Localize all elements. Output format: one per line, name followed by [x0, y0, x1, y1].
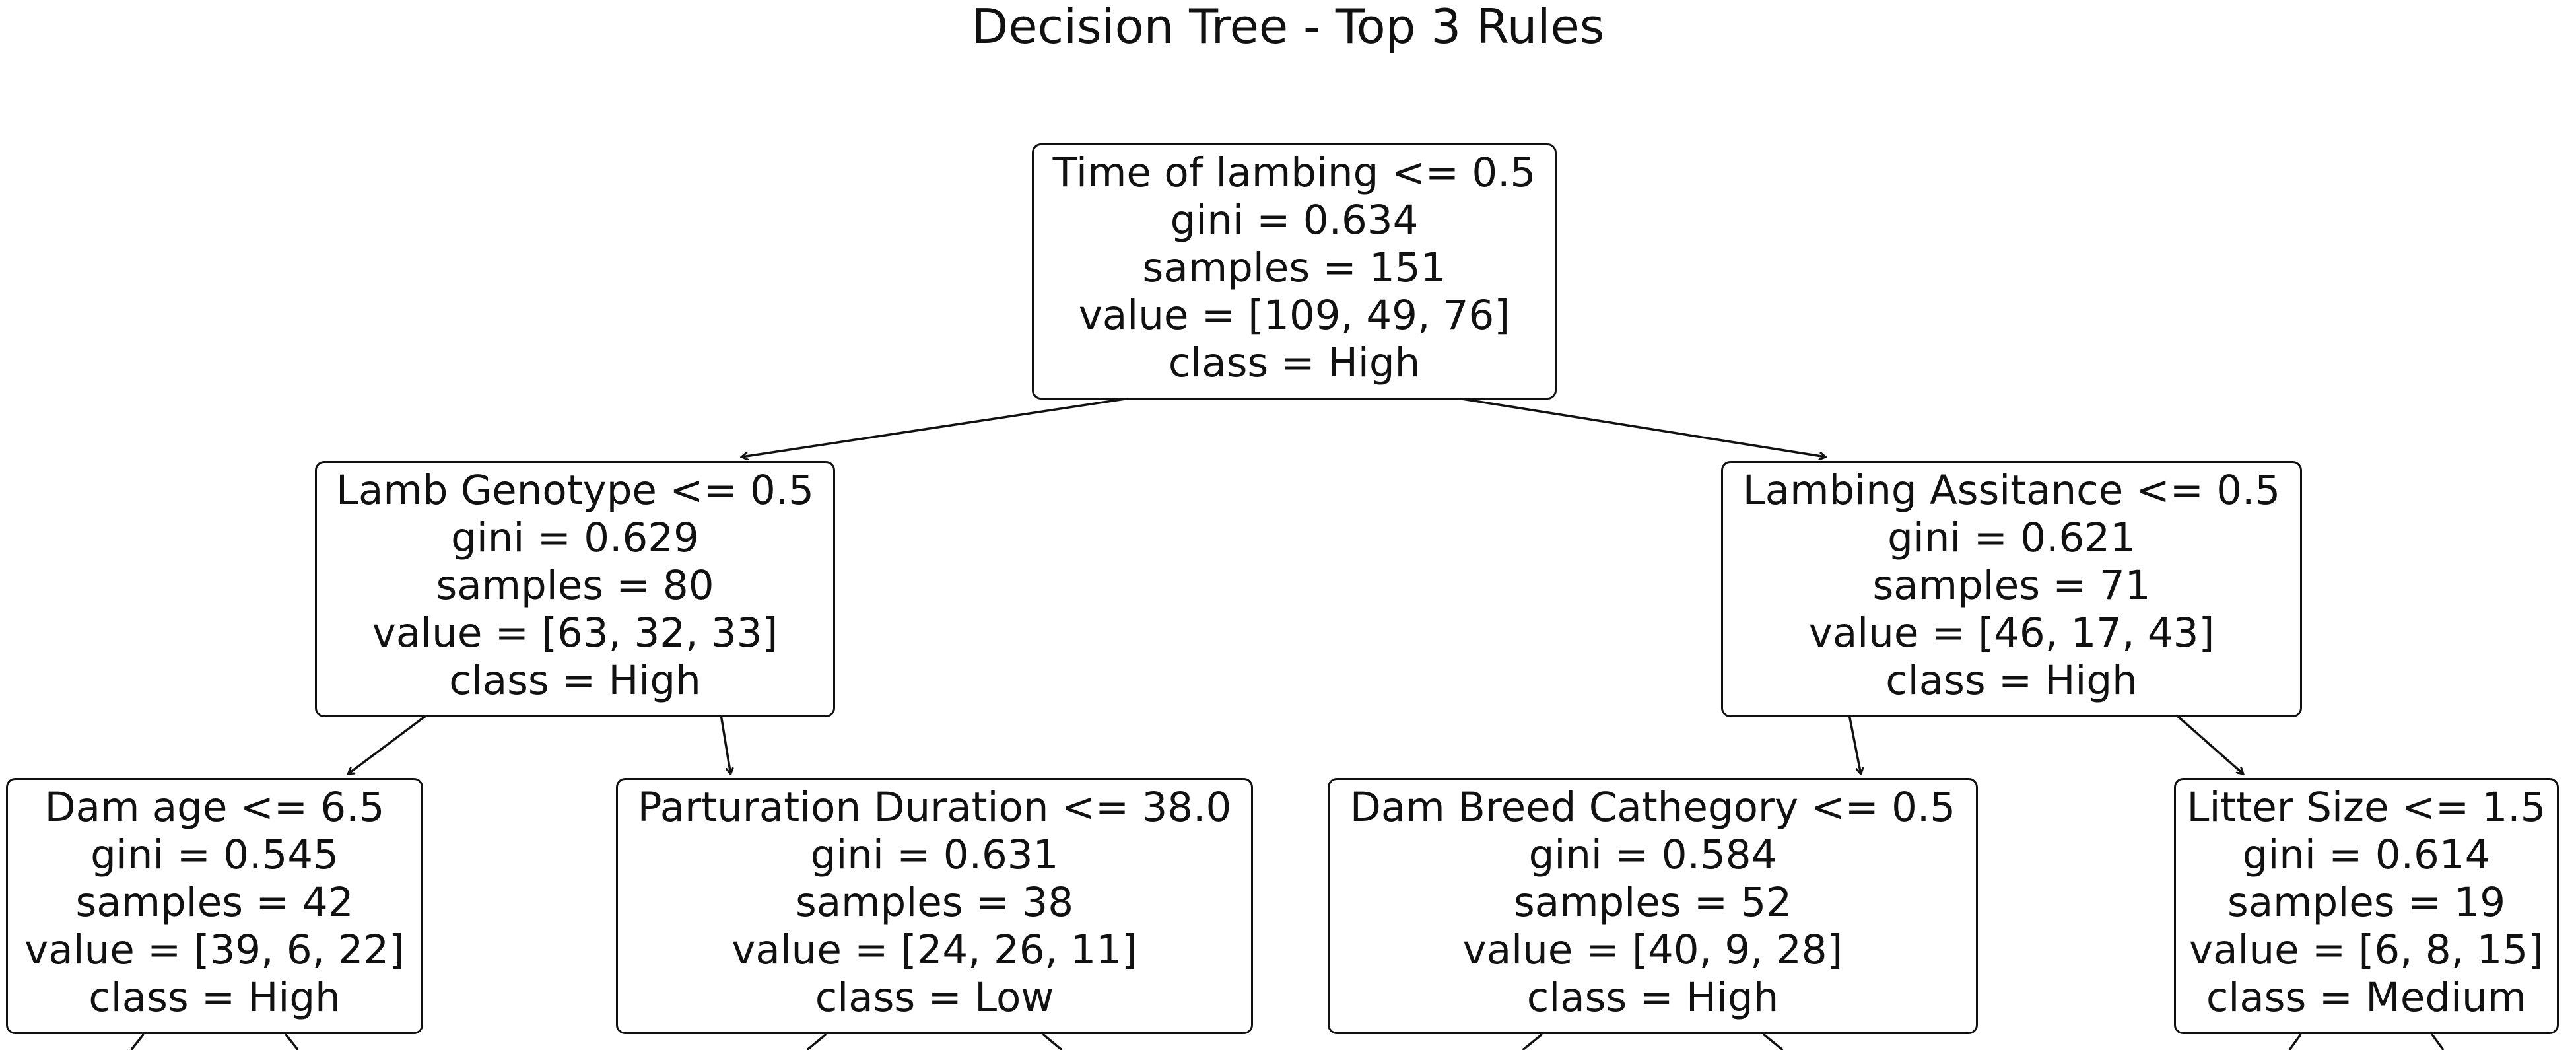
node-value: value = [46, 17, 43]	[1808, 610, 2215, 656]
edge-stub-left-left-0	[130, 1033, 145, 1050]
node-samples: samples = 151	[1142, 244, 1446, 291]
tree-node-left: Lamb Genotype <= 0.5 gini = 0.629 sample…	[315, 461, 835, 717]
tree-node-right: Lambing Assitance <= 0.5 gini = 0.621 sa…	[1721, 461, 2302, 717]
node-split: Dam Breed Cathegory <= 0.5	[1349, 784, 1956, 831]
node-value: value = [109, 49, 76]	[1078, 292, 1510, 339]
edge-stub-right-right-0	[2288, 1033, 2302, 1050]
node-split: Litter Size <= 1.5	[2186, 784, 2546, 831]
node-class: class = High	[88, 974, 341, 1021]
node-gini: gini = 0.584	[1528, 831, 1777, 878]
edge-stub-right-left-0	[1522, 1033, 1543, 1050]
tree-node-root: Time of lambing <= 0.5 gini = 0.634 samp…	[1032, 143, 1557, 400]
node-gini: gini = 0.629	[451, 514, 699, 561]
node-class: class = Low	[815, 974, 1054, 1021]
node-value: value = [6, 8, 15]	[2189, 927, 2544, 973]
node-gini: gini = 0.634	[1170, 197, 1419, 244]
node-value: value = [39, 6, 22]	[24, 927, 405, 973]
node-samples: samples = 80	[436, 562, 714, 609]
node-class: class = High	[1885, 657, 2138, 704]
node-value: value = [63, 32, 33]	[372, 610, 778, 656]
edge-stub-left-right-1	[1042, 1033, 1063, 1050]
node-class: class = High	[1526, 974, 1779, 1021]
edge-arrow-root-to-right	[1441, 394, 1825, 457]
node-samples: samples = 19	[2227, 879, 2506, 926]
node-class: class = High	[449, 657, 701, 704]
edge-arrow-right-to-right-right	[2173, 712, 2243, 774]
tree-node-right-left: Dam Breed Cathegory <= 0.5 gini = 0.584 …	[1328, 778, 1978, 1034]
tree-node-left-right: Parturation Duration <= 38.0 gini = 0.63…	[616, 778, 1253, 1034]
edge-arrow-right-to-right-left	[1847, 713, 1861, 774]
node-gini: gini = 0.545	[90, 831, 339, 878]
node-gini: gini = 0.631	[810, 831, 1059, 878]
node-samples: samples = 52	[1513, 879, 1792, 926]
node-gini: gini = 0.614	[2242, 831, 2491, 878]
node-split: Lamb Genotype <= 0.5	[336, 467, 814, 514]
node-split: Time of lambing <= 0.5	[1052, 149, 1536, 196]
node-samples: samples = 38	[795, 879, 1074, 926]
node-split: Lambing Assitance <= 0.5	[1742, 467, 2281, 514]
diagram-title: Decision Tree - Top 3 Rules	[971, 0, 1605, 54]
node-gini: gini = 0.621	[1887, 514, 2136, 561]
tree-node-right-right: Litter Size <= 1.5 gini = 0.614 samples …	[2174, 778, 2559, 1034]
node-class: class = Medium	[2206, 974, 2527, 1021]
edge-arrow-left-to-left-left	[348, 712, 430, 774]
node-split: Parturation Duration <= 38.0	[637, 784, 1232, 831]
node-value: value = [40, 9, 28]	[1462, 927, 1843, 973]
edge-arrow-root-to-left	[741, 394, 1148, 457]
node-samples: samples = 42	[75, 879, 354, 926]
node-samples: samples = 71	[1872, 562, 2151, 609]
node-class: class = High	[1168, 339, 1421, 386]
tree-node-left-left: Dam age <= 6.5 gini = 0.545 samples = 42…	[6, 778, 423, 1034]
edge-arrow-left-to-left-right	[719, 713, 731, 774]
node-split: Dam age <= 6.5	[44, 784, 385, 831]
edge-stub-right-left-1	[1762, 1033, 1784, 1050]
node-value: value = [24, 26, 11]	[731, 927, 1137, 973]
edge-stub-left-right-0	[806, 1033, 827, 1050]
edge-stub-left-left-1	[285, 1033, 299, 1050]
edge-stub-right-right-1	[2431, 1033, 2445, 1050]
